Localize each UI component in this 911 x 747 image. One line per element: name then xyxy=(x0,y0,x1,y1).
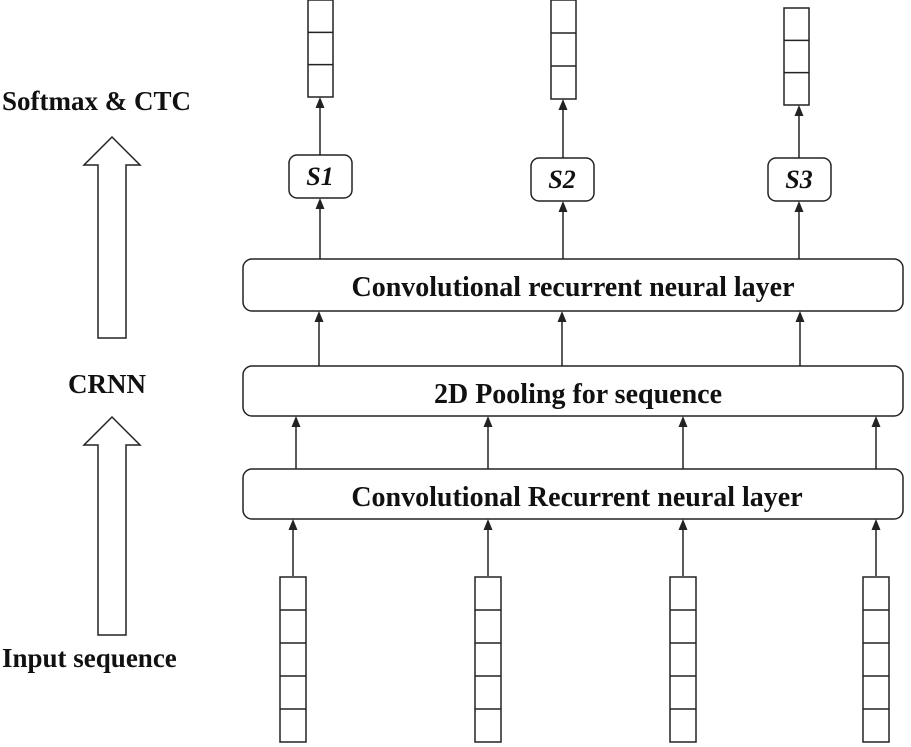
arrow-to-output-vector xyxy=(558,99,568,158)
arrow-to-output-vector xyxy=(794,105,804,158)
arrow-to-top-layer xyxy=(314,311,324,366)
output-slot-label: S3 xyxy=(785,165,812,194)
input-sequence-label: Input sequence xyxy=(2,643,177,673)
output-vector xyxy=(307,0,334,98)
output-columns: S1 S2 S3 xyxy=(288,0,832,202)
softmax-ctc-label: Softmax & CTC xyxy=(2,86,191,116)
layer-convolutional-recurrent-top: Convolutional recurrent neural layer xyxy=(242,258,904,312)
input-vector xyxy=(474,576,502,743)
layer-2d-pooling: 2D Pooling for sequence xyxy=(242,365,904,417)
input-vector xyxy=(862,576,890,743)
layer-bottom-label: Convolutional Recurrent neural layer xyxy=(351,482,802,513)
output-vector xyxy=(550,0,577,100)
arrow-connectors xyxy=(288,97,881,576)
output-slot-2: S2 xyxy=(530,157,595,202)
arrow-input-to-layer xyxy=(483,519,493,576)
arrow-to-output-slot xyxy=(794,201,804,259)
input-vectors xyxy=(279,576,890,743)
arrow-to-pooling xyxy=(871,416,881,469)
output-vector xyxy=(783,7,810,106)
arrow-to-output-vector xyxy=(315,97,325,155)
output-slot-1: S1 xyxy=(288,154,353,199)
output-slot-label: S1 xyxy=(306,162,333,191)
arrow-input-to-layer xyxy=(288,519,298,576)
arrow-input-to-layer xyxy=(678,519,688,576)
hollow-up-arrow-upper xyxy=(82,135,142,339)
output-slot-label: S2 xyxy=(548,165,575,194)
output-slot-3: S3 xyxy=(767,157,832,202)
arrow-to-top-layer xyxy=(795,311,805,366)
arrow-to-pooling xyxy=(678,416,688,469)
arrow-to-top-layer xyxy=(557,311,567,366)
arrow-to-output-slot xyxy=(558,201,568,259)
arrow-to-output-slot xyxy=(315,198,325,259)
layer-convolutional-recurrent-bottom: Convolutional Recurrent neural layer xyxy=(242,468,904,520)
arrow-to-pooling xyxy=(483,416,493,469)
input-vector xyxy=(669,576,697,743)
hollow-up-arrow-lower xyxy=(82,415,142,636)
arrow-to-pooling xyxy=(291,416,301,469)
input-vector xyxy=(279,576,307,743)
layer-top-label: Convolutional recurrent neural layer xyxy=(351,272,794,303)
arrow-input-to-layer xyxy=(871,519,881,576)
layer-pooling-label: 2D Pooling for sequence xyxy=(434,379,722,410)
crnn-label: CRNN xyxy=(68,369,146,399)
